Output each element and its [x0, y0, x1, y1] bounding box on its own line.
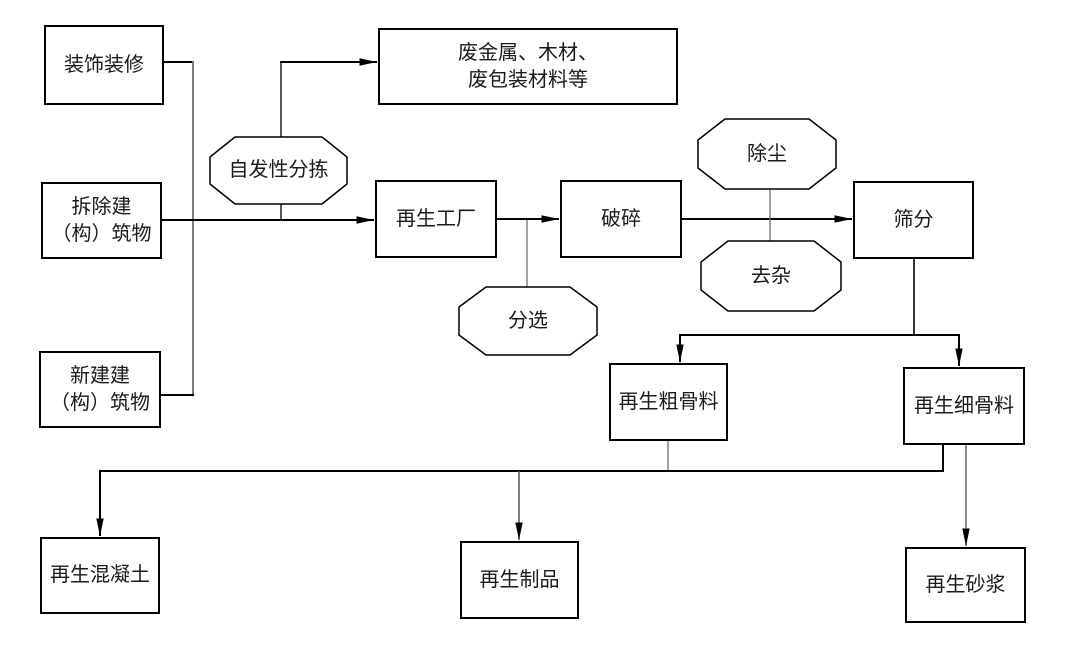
node-crushing-label: 破碎 — [601, 207, 641, 230]
node-newbuild-label: 新建建 （构）筑物 — [50, 364, 150, 414]
node-coarse-aggregate: 再生粗骨料 — [609, 363, 728, 441]
node-fine-aggregate: 再生细骨料 — [903, 367, 1025, 445]
node-screening: 筛分 — [853, 181, 974, 259]
node-recycled-products: 再生制品 — [460, 541, 579, 619]
node-fine-aggregate-label: 再生细骨料 — [914, 394, 1014, 417]
node-impurity-removal-label: 去杂 — [751, 264, 791, 287]
node-impurity-removal: 去杂 — [700, 240, 842, 312]
octagon-shape — [458, 286, 598, 356]
octagon-shape — [697, 118, 837, 190]
node-recycling-factory: 再生工厂 — [375, 180, 497, 258]
node-decoration: 装饰装修 — [44, 25, 164, 105]
node-recycled-products-label: 再生制品 — [479, 568, 560, 591]
octagon-shape — [209, 136, 348, 205]
node-waste-materials-label: 废金属、木材、 废包装材料等 — [458, 41, 598, 91]
node-recycled-concrete-label: 再生混凝土 — [50, 564, 150, 586]
node-waste-materials: 废金属、木材、 废包装材料等 — [378, 28, 678, 105]
node-recycled-concrete: 再生混凝土 — [40, 537, 160, 614]
octagon-shape — [700, 240, 842, 312]
node-dust-removal-label: 除尘 — [747, 142, 787, 165]
node-crushing: 破碎 — [560, 180, 682, 258]
node-recycling-factory-label: 再生工厂 — [396, 207, 476, 230]
node-coarse-aggregate-label: 再生粗骨料 — [618, 390, 719, 413]
node-sorting: 分选 — [458, 286, 598, 356]
node-spontaneous-sorting: 自发性分拣 — [209, 136, 348, 205]
node-demolition: 拆除建 （构）筑物 — [41, 182, 162, 259]
node-decoration-label: 装饰装修 — [64, 53, 144, 76]
node-spontaneous-sorting-label: 自发性分拣 — [228, 159, 329, 181]
node-dust-removal: 除尘 — [697, 118, 837, 190]
node-recycled-mortar: 再生砂浆 — [905, 547, 1026, 623]
node-newbuild: 新建建 （构）筑物 — [39, 351, 161, 428]
node-demolition-label: 拆除建 （构）筑物 — [51, 195, 152, 245]
node-screening-label: 筛分 — [893, 208, 934, 231]
node-recycled-mortar-label: 再生砂浆 — [925, 573, 1006, 596]
node-sorting-label: 分选 — [508, 309, 548, 332]
